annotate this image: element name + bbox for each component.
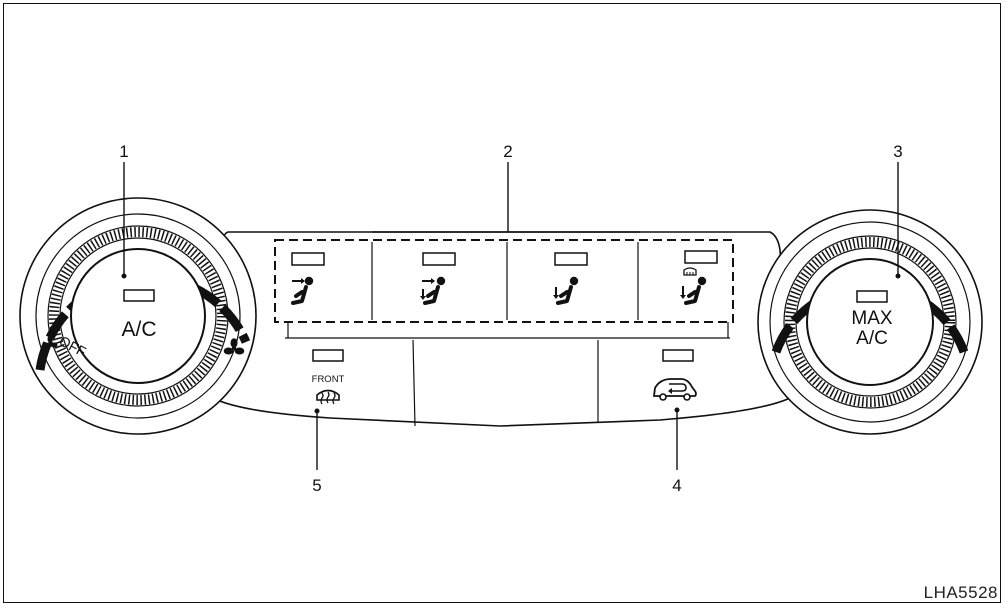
mode-button-defrost-foot[interactable]: [680, 250, 718, 305]
front-label: FRONT: [312, 374, 345, 385]
foot-mode-icon: [553, 274, 581, 305]
max-ac-label-line2: A/C: [856, 328, 888, 349]
callout-dots: [121, 273, 901, 414]
ac-button-label: A/C: [121, 318, 156, 341]
max-ac-label-line1: MAX: [851, 308, 893, 329]
fan-speed-dial[interactable]: A/C OFF: [19, 197, 257, 435]
callout-4: 4: [672, 476, 681, 495]
temperature-dial[interactable]: MAX A/C: [757, 209, 983, 435]
air-recirculation-icon: [652, 378, 697, 401]
callout-1: 1: [119, 142, 128, 161]
indicator-light: [684, 250, 718, 264]
callout-3: 3: [893, 142, 902, 161]
center-blank-area: [412, 339, 599, 427]
ac-button[interactable]: A/C: [70, 248, 206, 384]
indicator-light: [662, 349, 694, 362]
indicator-light: [856, 290, 888, 303]
defrost-foot-mode-icon: [680, 267, 709, 305]
max-ac-button[interactable]: MAX A/C: [806, 258, 934, 386]
bi-level-mode-icon: [420, 274, 448, 305]
vent-face-mode-icon: [291, 274, 316, 305]
front-defroster-icon: [316, 389, 340, 405]
mode-button-vent[interactable]: [291, 252, 325, 305]
callout-2: 2: [503, 142, 512, 161]
indicator-light: [123, 289, 155, 302]
mode-button-foot[interactable]: [553, 252, 588, 305]
mode-button-bi-level[interactable]: [420, 252, 456, 305]
callout-leaders: [123, 162, 899, 470]
air-recirculation-button[interactable]: [652, 349, 697, 401]
indicator-light: [291, 252, 325, 266]
fan-max-icon: [223, 338, 245, 355]
indicator-light: [312, 349, 344, 362]
mode-button-group: [274, 239, 734, 323]
front-defroster-button[interactable]: FRONT: [312, 349, 345, 405]
figure-id: LHA5528: [923, 583, 998, 602]
indicator-light: [422, 252, 456, 266]
callout-5: 5: [312, 476, 321, 495]
fan-icon: [42, 335, 58, 348]
indicator-light: [554, 252, 588, 266]
